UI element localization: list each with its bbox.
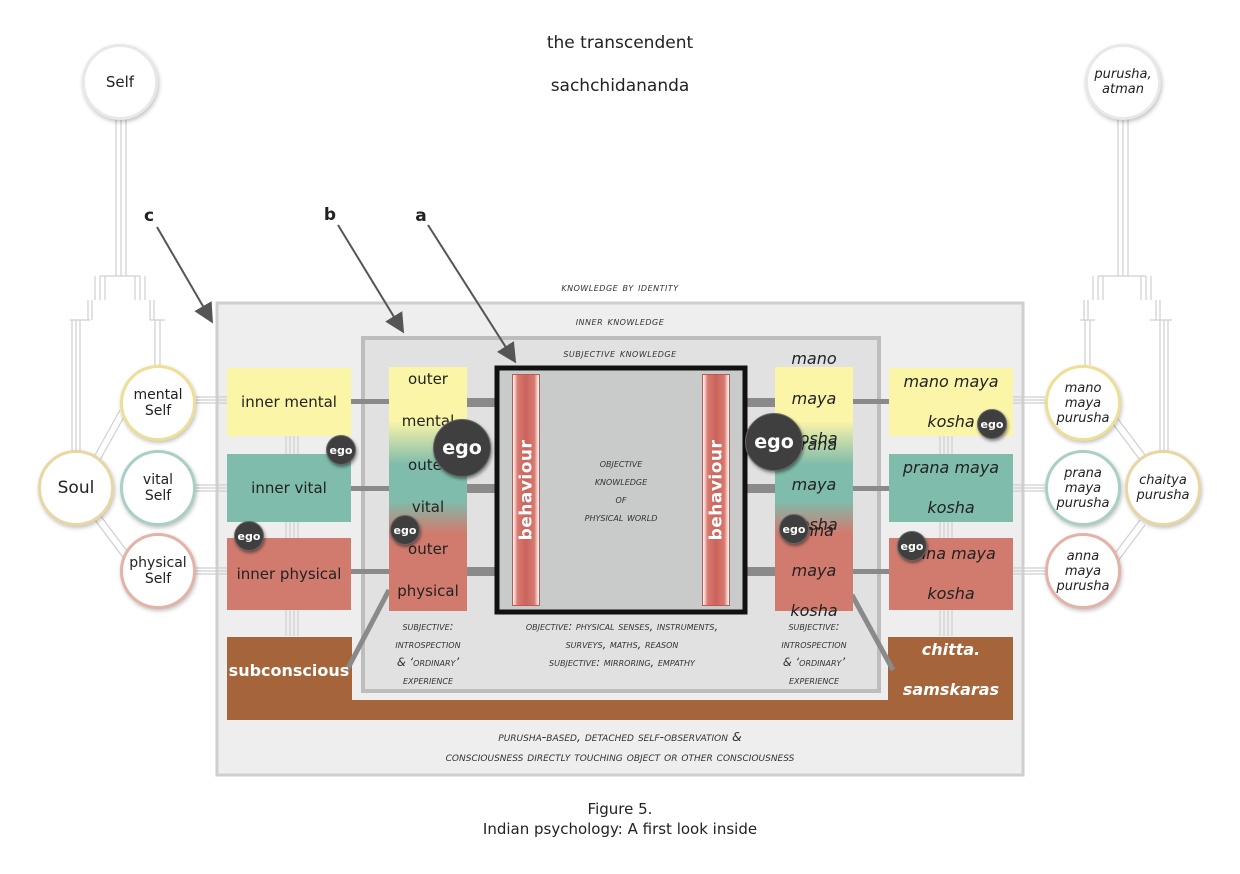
self-circle: Self [82, 44, 158, 120]
inner-mental-box: inner mental [227, 368, 351, 436]
ego-badge-inner-physical: ego [234, 521, 264, 551]
inner-vital-box: inner vital [227, 454, 351, 522]
figure-number: Figure 5. [587, 800, 653, 818]
behaviour-bar-left: behaviour [512, 374, 540, 606]
ego-badge-outer-right: ego [745, 413, 803, 471]
behaviour-bar-right: behaviour [702, 374, 730, 606]
pointer-arrows [156, 224, 517, 364]
right-tree-lines [939, 118, 1172, 636]
left-tree-lines [70, 118, 299, 636]
chitta-samskaras-box: chitta.samskaras [902, 640, 1000, 699]
outer-column-right [775, 367, 853, 611]
center-caption: objective: physical senses, instruments,… [525, 619, 719, 669]
subconscious-box: subconscious [228, 660, 350, 680]
subconscious-band [227, 637, 1013, 720]
header-transcendent: the transcendent [546, 33, 694, 53]
header-sachchidananda: sachchidananda [550, 76, 690, 96]
figure-caption: Indian psychology: A first look inside [482, 820, 758, 838]
ego-badge-inner-mental: ego [326, 435, 356, 465]
subjective-knowledge-label: subjective knowledge [563, 346, 677, 360]
inner-knowledge-label: inner knowledge [575, 314, 665, 328]
pointer-label-b: b [323, 205, 337, 225]
objective-knowledge-text: objective knowledge of physical world [584, 456, 658, 524]
pointer-label-c: c [143, 206, 155, 226]
ego-badge-mano-kosha: ego [977, 409, 1007, 439]
right-subjective-caption: subjective: introspection & ‘ordinary’ e… [781, 619, 847, 687]
outer-column-left [389, 367, 467, 611]
diagonal-subconscious-lines [344, 588, 896, 672]
ego-badge-outer-left: ego [433, 419, 491, 477]
pointer-label-a: a [415, 206, 427, 226]
purusha-atman-circle: purusha,atman [1085, 44, 1161, 120]
knowledge-by-identity-label: knowledge by identity [561, 280, 679, 294]
soul-circle: Soul [38, 450, 114, 526]
ego-badge-prana-inner: ego [779, 514, 809, 544]
ego-badge-anna-kosha: ego [897, 531, 927, 561]
left-subjective-caption: subjective: introspection & ‘ordinary’ e… [395, 619, 461, 687]
connector-bars [351, 398, 890, 576]
ego-badge-outer-vital: ego [390, 515, 420, 545]
bottom-frame-text: purusha-based, detached self-observation… [445, 729, 795, 764]
